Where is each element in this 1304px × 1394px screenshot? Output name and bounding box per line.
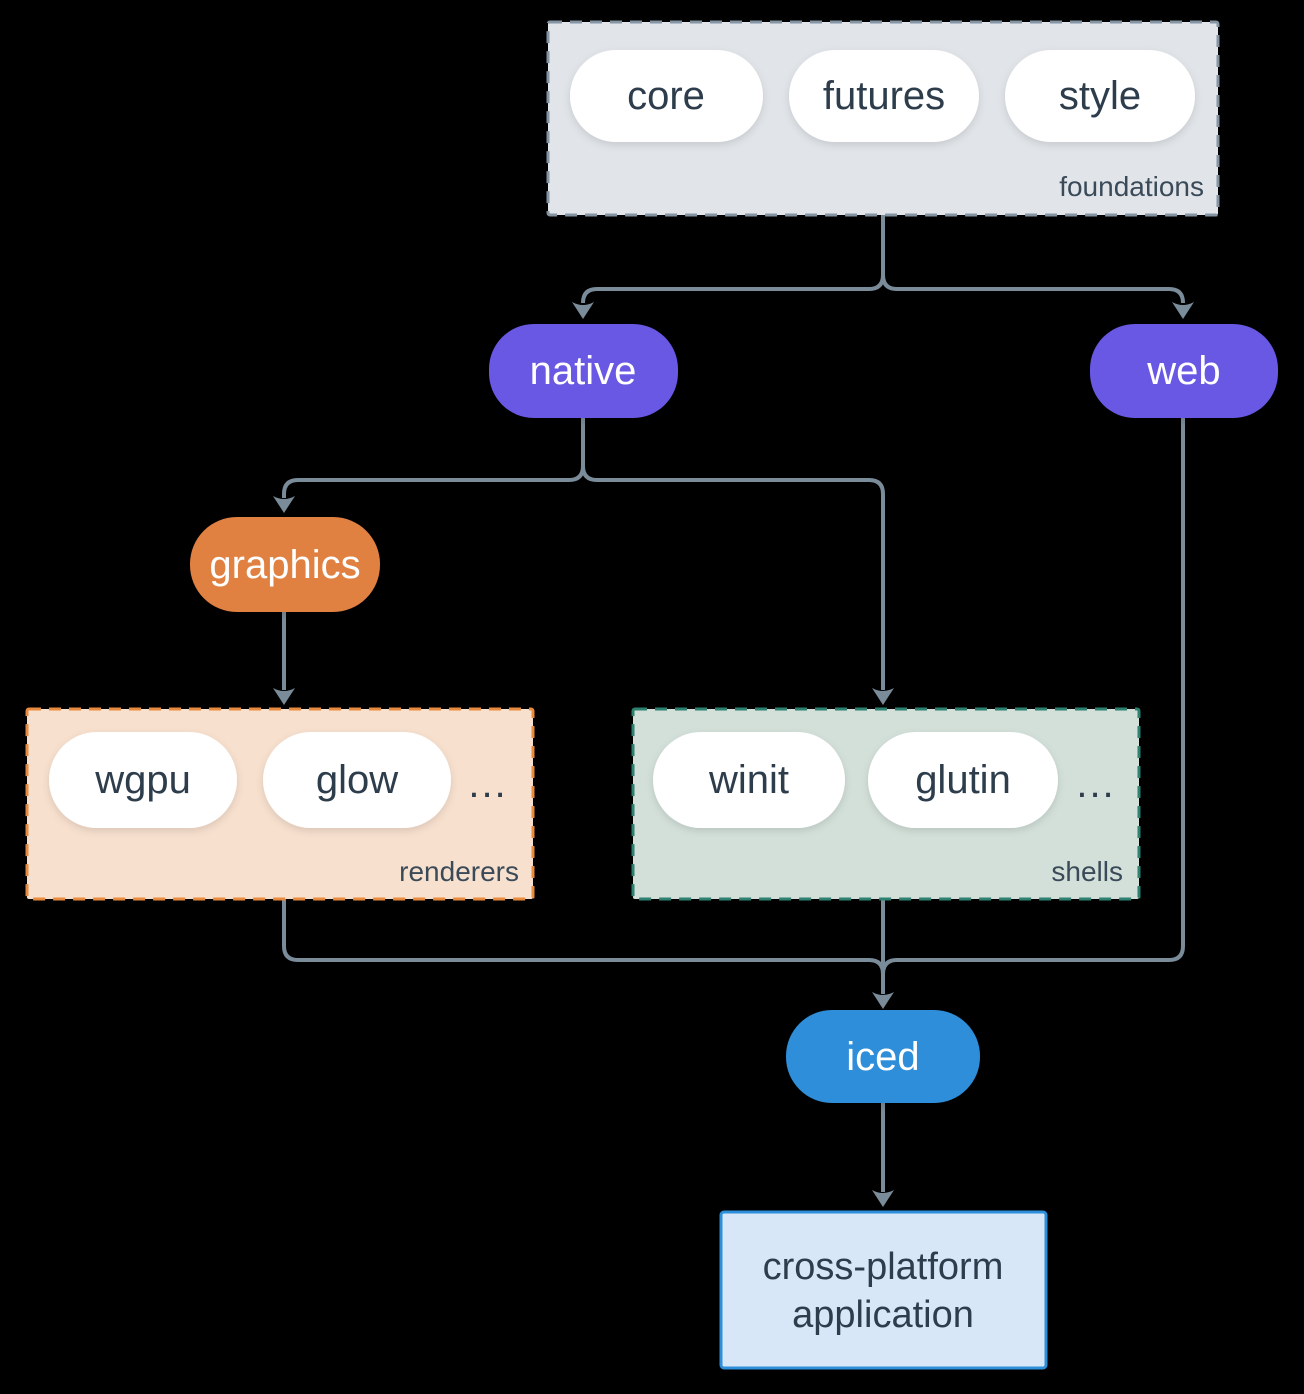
group-foundations: core futures style foundations (546, 20, 1220, 217)
renderers-panel-label: renderers (399, 856, 519, 887)
node-graphics-label: graphics (209, 543, 360, 587)
node-web-label: web (1146, 349, 1220, 393)
node-web (1090, 324, 1278, 418)
node-application-label-line1: cross-platform (763, 1246, 1004, 1288)
arrow-down-icon (872, 1190, 894, 1207)
group-application: cross-platform application (719, 1210, 1048, 1370)
connector-foundations-web (881, 215, 1185, 304)
group-platforms: native web (489, 324, 1278, 418)
node-iced-label: iced (846, 1035, 919, 1079)
node-winit-label: winit (708, 758, 789, 802)
node-application-label-line2: application (792, 1294, 974, 1336)
node-style (1005, 50, 1195, 142)
group-renderers: wgpu glow ... renderers (25, 707, 535, 901)
connector-foundations-native (581, 215, 885, 304)
node-core-label: core (627, 74, 705, 118)
foundations-panel-label: foundations (1059, 171, 1204, 202)
group-graphics: graphics (190, 517, 380, 612)
shells-ellipsis: ... (1076, 762, 1115, 806)
node-native (489, 324, 678, 418)
connector-native-shells (581, 418, 885, 690)
group-shells: winit glutin ... shells (631, 707, 1141, 901)
node-iced (786, 1010, 980, 1103)
arrow-down-icon (572, 302, 594, 319)
node-glutin (868, 732, 1058, 828)
arrow-down-icon (273, 496, 295, 513)
connector-renderers-iced (282, 899, 885, 975)
node-futures-label: futures (823, 74, 945, 118)
arrow-down-icon (273, 688, 295, 705)
shells-panel-label: shells (1051, 856, 1123, 887)
connector-native-graphics (282, 418, 585, 498)
group-iced: iced (786, 1010, 980, 1103)
node-futures (789, 50, 979, 142)
node-glow-label: glow (316, 758, 398, 802)
connectors (273, 215, 1194, 1207)
node-style-label: style (1059, 74, 1141, 118)
node-core (570, 50, 763, 142)
node-wgpu-label: wgpu (94, 758, 191, 802)
node-graphics (190, 517, 380, 612)
arrow-down-icon (1172, 302, 1194, 319)
node-glutin-label: glutin (915, 758, 1011, 802)
node-winit (653, 732, 845, 828)
arrow-down-icon (872, 688, 894, 705)
arrow-down-icon (872, 992, 894, 1009)
node-application (719, 1210, 1048, 1370)
node-native-label: native (530, 349, 637, 393)
renderers-ellipsis: ... (468, 762, 507, 806)
node-wgpu (49, 732, 237, 828)
node-glow (263, 732, 451, 828)
